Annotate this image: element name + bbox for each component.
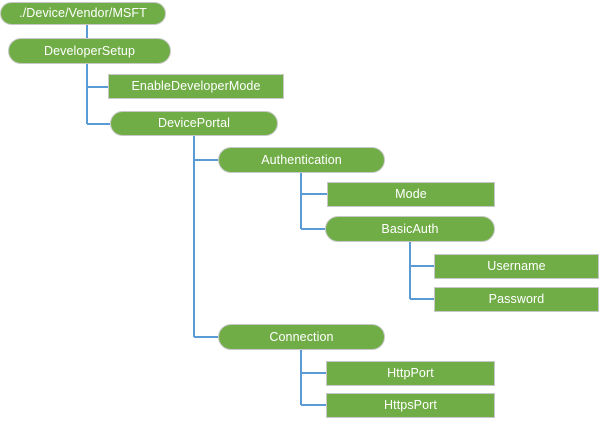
node-enabledevelopermode[interactable]: EnableDeveloperMode: [108, 74, 284, 99]
node-deviceportal[interactable]: DevicePortal: [110, 111, 278, 136]
node-httpsport[interactable]: HttpsPort: [326, 393, 495, 418]
edge-developersetup-children: [86, 64, 110, 125]
node-httpsport-label: HttpsPort: [384, 398, 437, 413]
node-basicauth-label: BasicAuth: [381, 221, 439, 236]
node-developersetup-label: DeveloperSetup: [43, 43, 136, 58]
node-password-label: Password: [488, 292, 545, 307]
node-username-label: Username: [487, 259, 546, 274]
edge-authentication-children: [300, 173, 327, 230]
node-basicauth[interactable]: BasicAuth: [325, 216, 495, 242]
node-httpport-label: HttpPort: [387, 366, 434, 381]
edge-basicauth-children: [409, 242, 434, 300]
node-authentication-label: Authentication: [261, 152, 342, 167]
node-developersetup[interactable]: DeveloperSetup: [8, 38, 171, 64]
node-root-label: ./Device/Vendor/MSFT: [19, 6, 147, 21]
node-connection[interactable]: Connection: [218, 324, 385, 350]
node-username[interactable]: Username: [434, 254, 599, 279]
node-password[interactable]: Password: [434, 287, 599, 312]
node-enabledevelopermode-label: EnableDeveloperMode: [131, 79, 261, 94]
node-mode-label: Mode: [395, 187, 427, 202]
node-httpport[interactable]: HttpPort: [326, 361, 495, 386]
node-mode[interactable]: Mode: [327, 182, 495, 207]
edge-deviceportal-children: [193, 136, 218, 338]
node-deviceportal-label: DevicePortal: [157, 116, 231, 131]
node-connection-label: Connection: [269, 329, 334, 344]
node-authentication[interactable]: Authentication: [218, 147, 385, 173]
node-root[interactable]: ./Device/Vendor/MSFT: [0, 2, 166, 25]
edge-connection-children: [300, 350, 326, 406]
